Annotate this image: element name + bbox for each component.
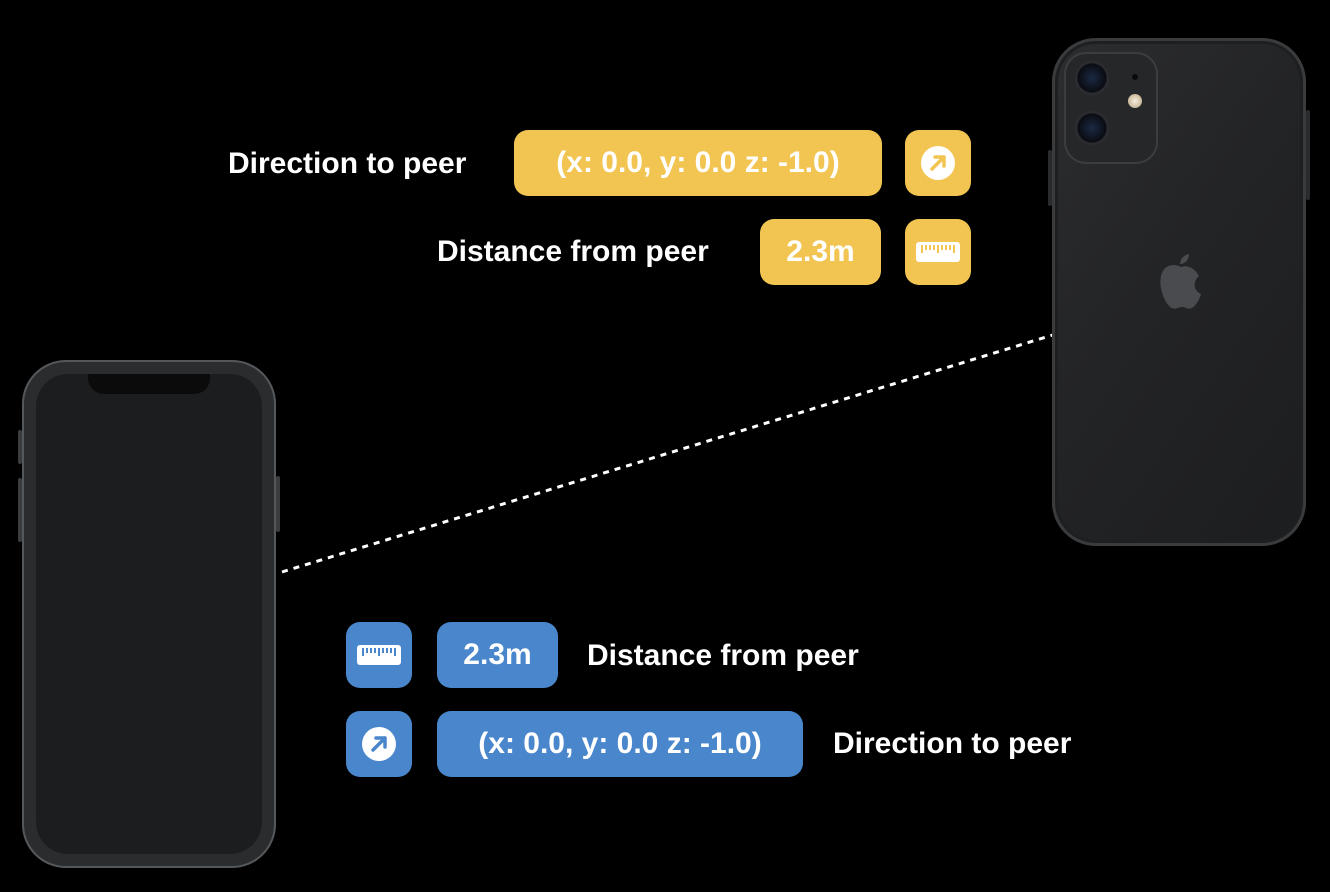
side-button [1306, 110, 1310, 200]
volume-button [1048, 150, 1052, 206]
camera-module [1064, 52, 1158, 164]
arrow-up-right-circle-icon [921, 146, 955, 180]
ruler-icon [357, 645, 401, 665]
phone-notch [88, 374, 210, 394]
bottom-direction-label: Direction to peer [833, 727, 1072, 760]
top-distance-label: Distance from peer [437, 235, 709, 268]
bottom-distance-icon-box [346, 622, 412, 688]
bottom-direction-value: (x: 0.0, y: 0.0 z: -1.0) [437, 711, 803, 777]
top-direction-label: Direction to peer [228, 147, 467, 180]
bottom-direction-icon-box [346, 711, 412, 777]
top-distance-value: 2.3m [760, 219, 881, 285]
flash-icon [1128, 94, 1142, 108]
ruler-icon [916, 242, 960, 262]
phone-front [22, 360, 276, 868]
bottom-distance-label: Distance from peer [587, 639, 859, 672]
apple-logo-icon [1160, 254, 1201, 309]
phone-screen [36, 374, 262, 854]
bottom-distance-value: 2.3m [437, 622, 558, 688]
camera-lens-icon [1074, 60, 1110, 96]
top-distance-icon-box [905, 219, 971, 285]
top-direction-value: (x: 0.0, y: 0.0 z: -1.0) [514, 130, 882, 196]
arrow-up-right-circle-icon [362, 727, 396, 761]
camera-lens-icon [1074, 110, 1110, 146]
microphone-dot [1132, 74, 1138, 80]
top-direction-icon-box [905, 130, 971, 196]
